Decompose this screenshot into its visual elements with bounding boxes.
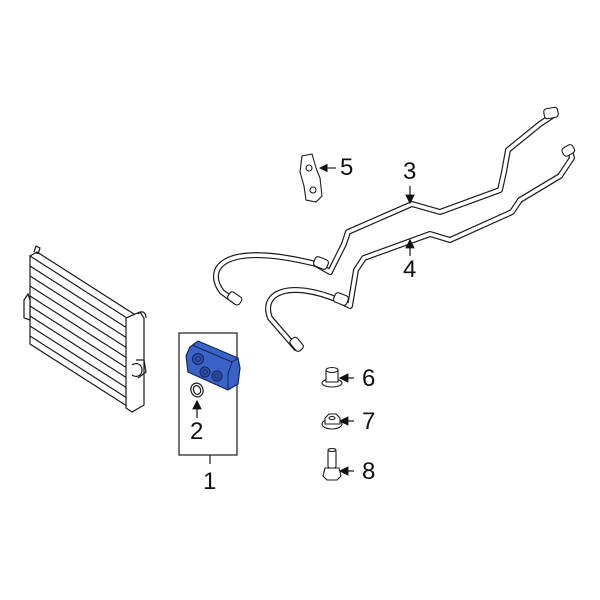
callout-2: 2 [190, 418, 204, 445]
callout-4: 4 [403, 256, 417, 283]
callout-8: 8 [362, 458, 376, 485]
cooler-lines-drawing [212, 106, 576, 352]
oil-cooler-callout-box [178, 332, 238, 464]
callout-6: 6 [362, 365, 376, 392]
bushing-drawing [321, 366, 343, 388]
callout-3: 3 [403, 158, 417, 185]
nut-drawing [321, 413, 343, 430]
radiator-drawing [23, 245, 147, 413]
bracket-drawing [299, 153, 336, 203]
callout-7: 7 [362, 408, 376, 435]
oil-cooler-drawing[interactable] [185, 340, 241, 391]
callout-5: 5 [340, 154, 354, 181]
seal-ring-drawing [190, 382, 204, 418]
callout-arrows [338, 186, 415, 476]
callout-1: 1 [203, 468, 217, 495]
bolt-drawing [322, 447, 342, 481]
